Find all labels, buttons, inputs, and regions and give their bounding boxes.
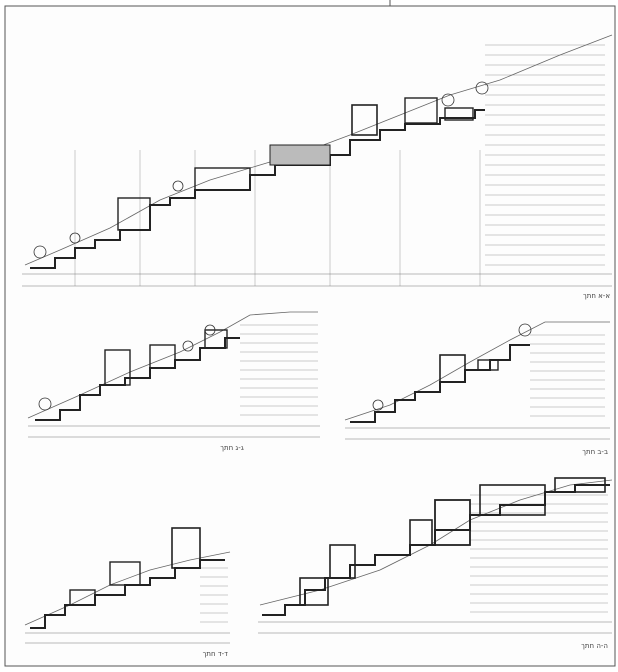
ml-elevation-lines [240,324,318,416]
mr-building-2 [477,359,499,371]
ml-building-3 [204,329,228,349]
br-terrain-line [259,479,613,606]
bl-terrain-line [24,551,231,626]
top-building-6 [444,107,474,121]
section-title-ab: א-א חתך [583,292,610,300]
bl-elevation-lines [200,567,228,623]
tree-symbol [518,323,532,337]
section-middle-right: ב-ב חתך [344,321,610,456]
bl-building-3 [171,527,201,569]
tree-symbol [38,397,52,411]
br-building-2 [329,544,356,579]
top-building-5 [404,97,438,124]
mr-elevation-lines [530,334,605,417]
section-top: א-א חתך [22,34,613,300]
tree-symbol [69,232,81,244]
tree-symbol [33,245,47,259]
mr-terrain-line [344,321,610,421]
section-middle-left: ג-ג חתך [27,311,320,452]
ml-building-2 [149,344,176,369]
top-elevation-lines [485,44,605,266]
mr-building-1 [439,354,466,383]
top-building-3 [269,144,331,166]
bl-building-1 [69,589,96,606]
mr-building-profile [350,344,530,423]
tree-symbol [372,399,384,411]
top-building-2 [194,167,251,191]
section-title-bb: ב-ב חתך [582,448,608,456]
ml-building-profile [35,337,240,421]
section-bottom-right: ה-ה חתך [258,477,613,650]
br-building-6 [554,477,606,493]
section-bottom-left: ד-ד חתך [24,527,231,658]
br-building-1 [299,577,329,606]
tree-symbol [204,324,216,336]
section-title-gg: ג-ג חתך [220,444,244,452]
br-building-3 [409,519,433,546]
tree-symbol [475,81,489,95]
sheet-frame [4,5,616,667]
br-building-4 [434,499,471,546]
ml-terrain-line [27,311,318,419]
bl-building-2 [109,561,141,586]
ml-building-1 [104,349,131,386]
top-building-1 [117,197,151,231]
tree-symbol [441,93,455,107]
section-title-dd: ד-ד חתך [203,650,229,658]
tree-symbol [182,340,194,352]
br-building-5 [479,484,546,516]
top-building-4 [351,104,378,136]
section-title-hh: ה-ה חתך [581,642,608,650]
tree-symbol [172,180,184,192]
